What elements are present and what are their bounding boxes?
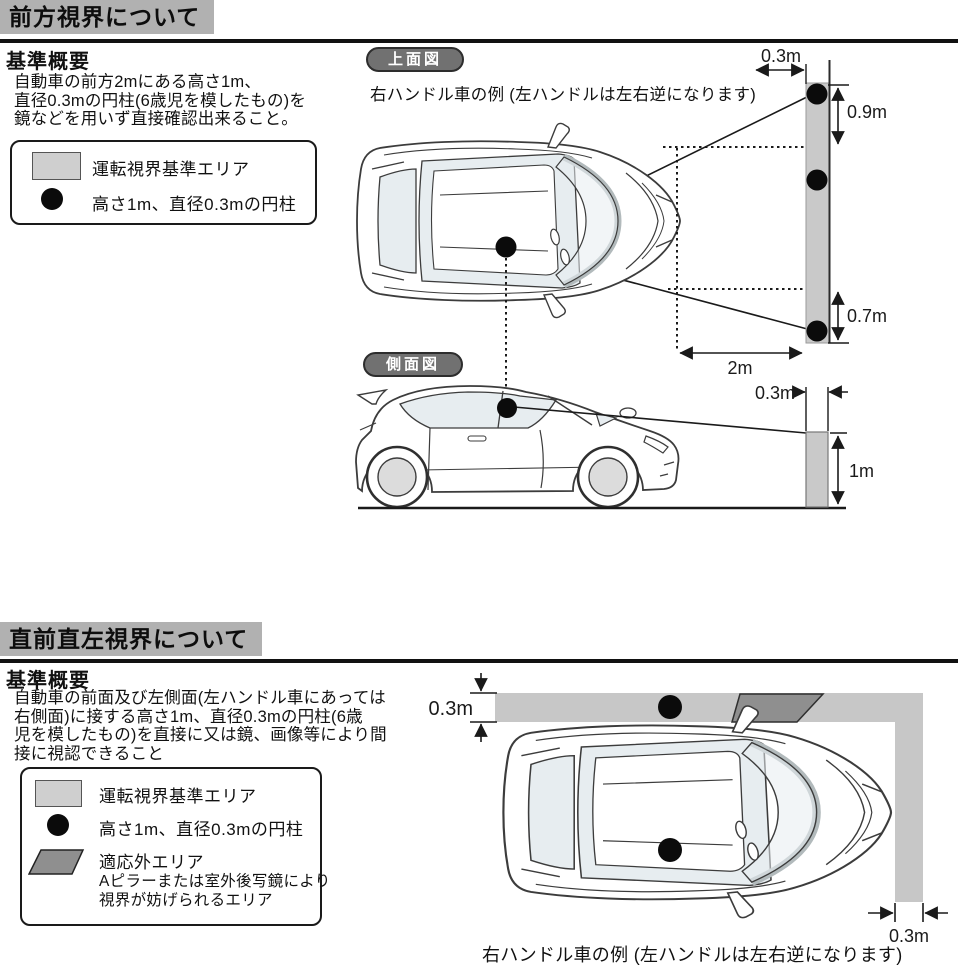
svg-text:1m: 1m (849, 461, 874, 481)
section2-subtitle: 基準概要 (6, 670, 90, 692)
legend-area-label: 運転視界基準エリア (92, 160, 250, 179)
section1-subtitle: 基準概要 (6, 51, 90, 73)
dimension-side-band: 0.3m (429, 673, 497, 742)
legend-area-swatch (32, 152, 81, 180)
description-line: 自動車の前面及び左側面(左ハンドル車にあっては (14, 689, 386, 707)
driver-head-point (497, 398, 517, 418)
visibility-band (495, 693, 923, 902)
side-sight-line (513, 406, 807, 434)
front-left-view-caption: 右ハンドル車の例 (左ハンドルは左右逆になります) (482, 945, 903, 965)
target-cylinder-marker (658, 695, 682, 719)
side-view-badge: 側面図 (363, 352, 463, 377)
excluded-area-swatch (28, 849, 85, 875)
svg-text:0.7m: 0.7m (847, 306, 887, 326)
front-left-view-diagram: 0.3m 0.3m (429, 673, 948, 946)
dimension-cylinder-height: 1m (830, 432, 874, 505)
description-line: 右側面)に接する高さ1m、直径0.3mの円柱(6歳 (14, 707, 363, 726)
excluded-area-note: Aピラーまたは室外後写鏡により 視界が妨げられるエリア (99, 872, 331, 910)
dimension-lower-offset: 0.7m (828, 291, 887, 344)
section2-legend-box: 運転視界基準エリア 高さ1m、直径0.3mの円柱 適応外エリア Aピラーまたは室… (20, 767, 330, 926)
section2-description: 自動車の前面及び左側面(左ハンドル車にあっては 右側面)に接する高さ1m、直径0… (14, 689, 387, 763)
legend-area-label: 運転視界基準エリア (99, 787, 257, 806)
section1-description: 自動車の前方2mにある高さ1m、 直径0.3mの円柱(6歳児を模したもの)を 鏡… (14, 73, 306, 129)
legend-cylinder-dot (41, 188, 63, 210)
dimension-side-width: 0.3m (755, 383, 848, 403)
car-wheels (365, 445, 640, 509)
svg-text:0.9m: 0.9m (847, 102, 887, 122)
dimension-top-width: 0.3m (755, 46, 805, 77)
excluded-area-label: 適応外エリア (99, 853, 204, 872)
section1-legend-box: 運転視界基準エリア 高さ1m、直径0.3mの円柱 (10, 140, 317, 225)
svg-text:0.3m: 0.3m (761, 46, 801, 66)
target-cylinder-markers (806, 83, 828, 342)
description-line: 自動車の前方2mにある高さ1m、 (14, 73, 262, 91)
svg-text:2m: 2m (727, 358, 752, 378)
svg-text:0.3m: 0.3m (755, 383, 795, 403)
side-view-diagram: 0.3m 1m (355, 383, 874, 510)
driver-eye-point (495, 236, 517, 258)
top-view-diagram: 0.3m 0.9m 0.7m 2m (357, 46, 887, 399)
description-line: 鏡などを用いず直接確認出来ること。 (14, 110, 298, 128)
section2-title: 直前直左視界について (0, 622, 263, 656)
legend-cylinder-label: 高さ1m、直径0.3mの円柱 (92, 195, 297, 214)
legend-cylinder-label: 高さ1m、直径0.3mの円柱 (99, 820, 304, 839)
top-view-car-illustration (357, 123, 680, 317)
side-view-car-illustration (355, 385, 680, 493)
cylinder-side-view (805, 431, 829, 508)
svg-text:0.3m: 0.3m (889, 926, 929, 946)
note-line: 視界が妨げられるエリア (99, 892, 273, 909)
section1-divider (0, 39, 958, 43)
dimension-upper-offset: 0.9m (828, 84, 887, 145)
construction-dotted-lines (505, 146, 805, 399)
section1-title: 前方視界について (0, 0, 215, 34)
dimension-front-band: 0.3m (868, 903, 948, 946)
dimension-distance: 2m (679, 346, 803, 378)
driver-eye-point (658, 838, 682, 862)
description-line: 児を模したもの)を直接に又は鏡、画像等により間 (14, 726, 387, 744)
visibility-area-bar (805, 82, 830, 344)
note-line: Aピラーまたは室外後写鏡により (99, 873, 331, 890)
section2-divider (0, 659, 958, 663)
description-line: 直径0.3mの円柱(6歳児を模したもの)を (14, 91, 307, 110)
legend-cylinder-dot (47, 814, 69, 836)
front-left-car-illustration (503, 706, 891, 918)
description-line: 接に視認できること (14, 744, 164, 763)
legend-area-swatch (35, 780, 82, 807)
svg-text:0.3m: 0.3m (429, 698, 473, 720)
top-view-badge: 上面図 (366, 47, 464, 72)
top-view-caption: 右ハンドル車の例 (左ハンドルは左右逆になります) (370, 86, 757, 104)
